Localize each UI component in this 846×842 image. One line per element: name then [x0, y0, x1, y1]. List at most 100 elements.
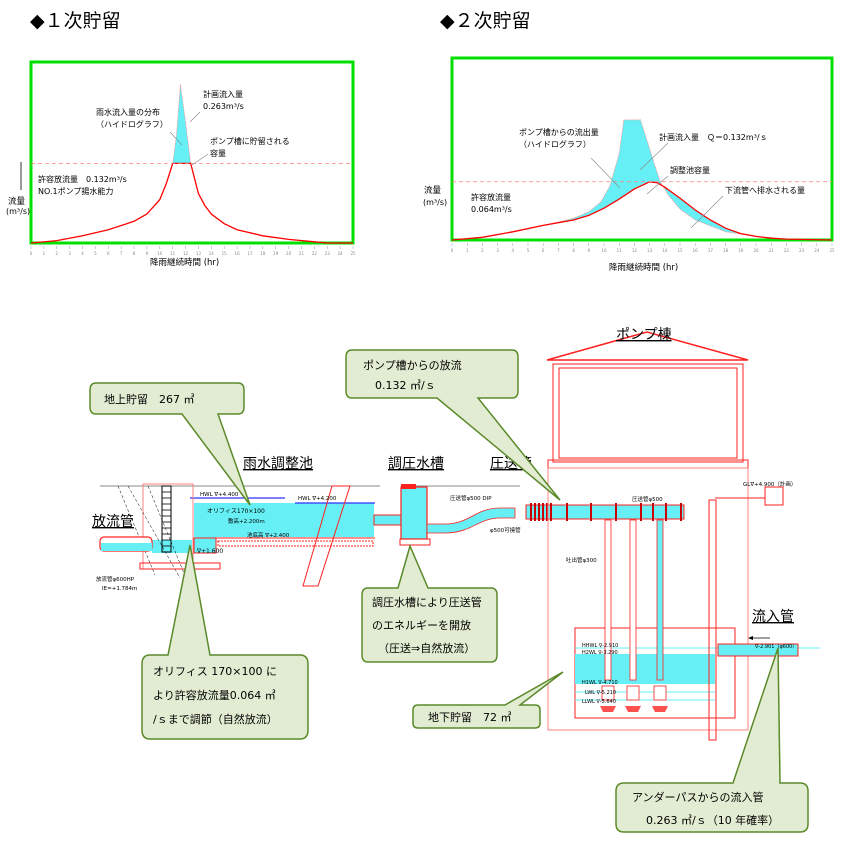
pond-capacity-label: 調整池容量 [670, 165, 710, 175]
orifice-label: オリフィス170×100 [207, 508, 265, 515]
x-tick-label: 19 [273, 251, 279, 256]
pump-column [629, 519, 637, 681]
downstream-leader [690, 195, 724, 229]
embankment [302, 485, 351, 587]
outlet-manhole [142, 483, 194, 570]
pump-building-wall [552, 363, 744, 463]
x-tick-label: 15 [222, 251, 228, 256]
svg-text:オリフィス 170×100 に: オリフィス 170×100 に [153, 665, 277, 678]
pump-base [652, 706, 668, 712]
outlet-pipe-heading: 放流管 [92, 514, 134, 530]
x-axis-label: 降雨継続時間 (hr) [150, 257, 219, 268]
x-tick-label: 5 [527, 248, 530, 253]
x-tick-label: 8 [133, 251, 136, 256]
pressure-tank [400, 486, 428, 540]
pond-leader [646, 175, 669, 195]
x-tick-label: 10 [601, 248, 607, 253]
x-tick-label: 24 [814, 248, 820, 253]
x-tick-label: 2 [55, 251, 58, 256]
pressure-tank-heading: 調圧水槽 [388, 456, 444, 472]
manhole-water [152, 540, 192, 553]
hwl-label: HWL ∇+4.400 [200, 492, 239, 498]
pressure-tank-cap [401, 484, 416, 489]
x-tick-label: 1 [466, 248, 469, 253]
pressure-tank-base [399, 538, 431, 546]
inlet-pipe-heading: 流入管 [752, 609, 794, 625]
pond-water [194, 503, 374, 537]
x-tick-label: 18 [260, 251, 266, 256]
plan-inflow-label: 計画流入量 Ｑ＝0.132m³/ｓ [659, 132, 768, 142]
y-axis-unit: (m³/s) [6, 207, 30, 216]
pipe-flange [546, 503, 548, 521]
storage-sublabel: 容量 [210, 148, 226, 158]
svg-text:/ｓまで調節（自然放流）: /ｓまで調節（自然放流） [153, 712, 278, 726]
x-tick-label: 0 [30, 251, 33, 256]
x-tick-label: 24 [338, 251, 344, 256]
outflow-label: ポンプ槽からの流出量 [519, 127, 599, 137]
peak-leader [189, 111, 201, 123]
svg-text:調圧水槽により圧送管: 調圧水槽により圧送管 [372, 595, 482, 609]
x-tick-label: 3 [496, 248, 499, 253]
pipe-flange [665, 503, 667, 521]
x-tick-label: 14 [662, 248, 668, 253]
downstream-label: 下流管へ排水される量 [725, 185, 805, 195]
slope-line [147, 485, 187, 579]
x-tick-label: 19 [738, 248, 744, 253]
vertical-pipe [708, 499, 717, 741]
x-tick-label: 12 [183, 251, 189, 256]
callout-surface-storage: 地上貯留 267 ㎥ [89, 382, 251, 506]
x-tick-label: 15 [677, 248, 683, 253]
pump-building-floor [547, 459, 749, 469]
rain-pond-heading: 雨水調整池 [243, 456, 313, 472]
x-tick-label: 16 [693, 248, 699, 253]
pipe-flange [534, 503, 536, 521]
hydrograph-sublabel: （ハイドログラフ） [96, 119, 168, 129]
x-tick-label: 25 [829, 248, 835, 253]
x-tick-label: 22 [312, 251, 318, 256]
allowable-discharge-value: 0.064m³/s [471, 205, 512, 214]
x-tick-label: 9 [146, 251, 149, 256]
force-main-500 [525, 504, 685, 520]
pump-motor [601, 685, 615, 701]
hwl-label-2: HWL ∇+4.200 [298, 496, 337, 502]
h1wl-label: H1WL ∇-4.710 [582, 680, 618, 686]
y-axis-label: 流量 [8, 196, 26, 207]
primary-storage-title: ◆１次貯留 [30, 10, 121, 32]
x-tick-label: 7 [120, 251, 123, 256]
hydrograph-label: 雨水流入量の分布 [96, 107, 160, 117]
x-tick-label: 20 [753, 248, 759, 253]
pond-bottom-label: 池底高 ∇+2.400 [247, 531, 290, 539]
pipe-flange [590, 503, 592, 521]
allowable-discharge-label: 許容放流量 0.132m³/s [38, 174, 127, 184]
x-tick-label: 4 [81, 251, 84, 256]
callout-pressure-tank: 調圧水槽により圧送管 のエネルギーを開放 （圧送⇒自然放流） [361, 543, 498, 663]
discharge-curve-line [30, 162, 353, 244]
outlet-spec-label: 放流管φ600HP [96, 575, 135, 583]
x-tick-label: 6 [542, 248, 545, 253]
force-main-dip-label: 圧送管φ500 DIP [450, 494, 492, 502]
slope-line [117, 485, 156, 576]
outflow-leader [590, 157, 621, 189]
pipe-flange [640, 503, 642, 521]
peak-value-label: 0.263m³/s [203, 102, 244, 111]
pump-column [656, 519, 664, 681]
x-tick-label: 1 [43, 251, 46, 256]
x-tick-label: 25 [350, 251, 356, 256]
x-tick-label: 7 [557, 248, 560, 253]
pump-capacity-label: NO.1ポンプ揚水能力 [38, 186, 113, 196]
facility-cross-section: ポンプ棟 雨水調整池 調圧水槽 圧送管 放流管 流入管 HWL ∇+4.400 … [89, 327, 820, 833]
x-tick-label: 11 [617, 248, 623, 253]
x-tick-label: 20 [286, 251, 292, 256]
x-tick-label: 2 [481, 248, 484, 253]
svg-text:より許容放流量0.064 ㎥: より許容放流量0.064 ㎥ [153, 688, 276, 702]
gl-chamber [764, 486, 784, 506]
callout-underground-storage: 地下貯留 72 ㎥ [412, 671, 564, 729]
x-tick-label: 17 [708, 248, 714, 253]
pipe-flange [538, 503, 540, 521]
x-tick-label: 12 [632, 248, 638, 253]
storage-water [575, 654, 715, 684]
x-tick-label: 10 [157, 251, 163, 256]
pump-base [600, 706, 616, 712]
discharge-pipe-label: 吐出管φ300 [566, 556, 597, 564]
